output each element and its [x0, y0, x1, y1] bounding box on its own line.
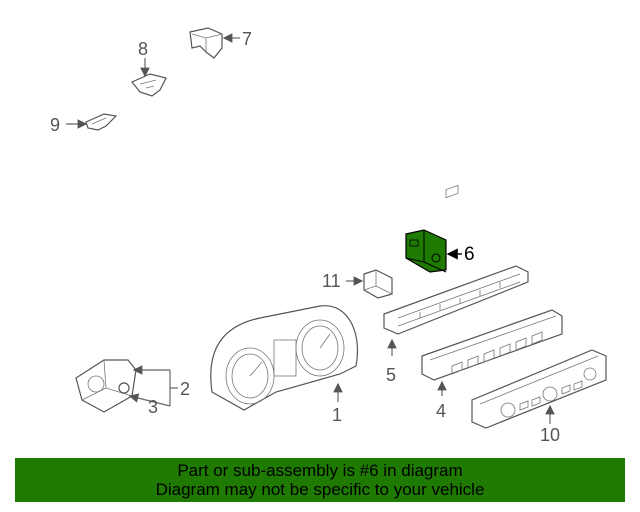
part-4-switch-panel[interactable]	[421, 184, 563, 396]
part-9-clip[interactable]	[66, 113, 118, 131]
part-10-climate-control[interactable]	[471, 349, 607, 429]
callout-9: 9	[50, 115, 61, 135]
part-5-trim-panel[interactable]	[383, 265, 529, 356]
banner-line-1: Part or sub-assembly is #6 in diagram	[177, 461, 463, 480]
part-7-bracket[interactable]	[189, 27, 240, 59]
callout-7: 7	[242, 29, 253, 49]
part-2-headlight-switch[interactable]	[75, 359, 178, 413]
callout-5: 5	[386, 365, 397, 385]
callout-1: 1	[332, 405, 343, 425]
parts-diagram	[66, 27, 607, 429]
banner-line-2: Diagram may not be specific to your vehi…	[155, 480, 485, 499]
callout-2: 2	[180, 379, 191, 399]
info-banner: Part or sub-assembly is #6 in diagram Di…	[15, 458, 625, 502]
callout-3: 3	[148, 397, 159, 417]
part-1-instrument-cluster[interactable]	[210, 305, 359, 411]
part-8-clip[interactable]	[131, 58, 167, 97]
callout-4: 4	[436, 401, 447, 421]
part-11-switch[interactable]	[346, 269, 393, 299]
callout-11: 11	[322, 271, 341, 291]
callout-6: 6	[464, 244, 475, 265]
callout-10: 10	[540, 425, 561, 445]
callout-8: 8	[138, 39, 149, 59]
part-6-switch-highlighted[interactable]	[405, 229, 462, 273]
